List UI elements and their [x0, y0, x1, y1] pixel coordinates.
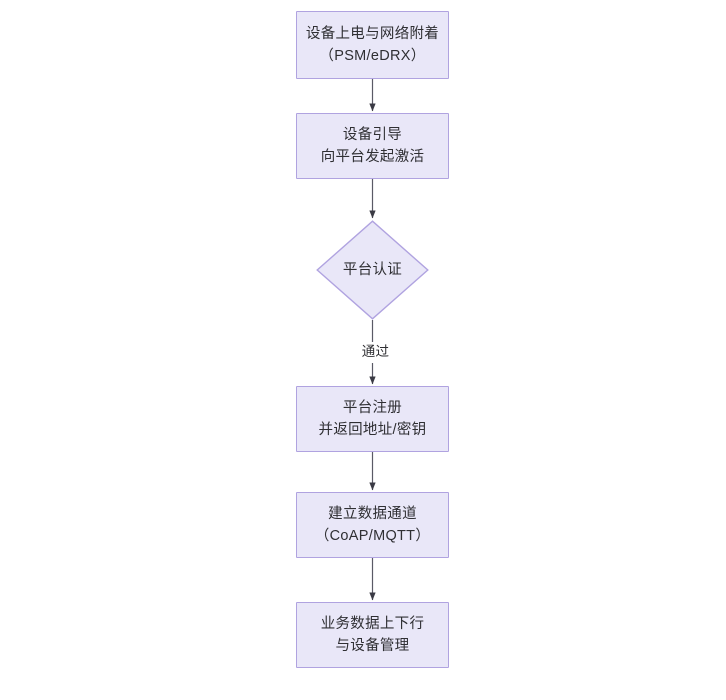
node-device-power-on[interactable]: 设备上电与网络附着 （PSM/eDRX）	[296, 11, 449, 79]
node-device-bootstrap[interactable]: 设备引导 向平台发起激活	[296, 113, 449, 179]
node-platform-registration[interactable]: 平台注册 并返回地址/密钥	[296, 386, 449, 452]
node-establish-data-channel[interactable]: 建立数据通道 （CoAP/MQTT）	[296, 492, 449, 558]
node-label: 平台注册 并返回地址/密钥	[318, 399, 427, 438]
node-label: 设备引导 向平台发起激活	[320, 126, 425, 165]
node-label: 业务数据上下行 与设备管理	[320, 615, 425, 654]
edge-label-pass: 通过	[345, 342, 406, 363]
node-label: 设备上电与网络附着 （PSM/eDRX）	[305, 25, 440, 64]
node-label: 平台认证	[342, 261, 403, 278]
node-label: 建立数据通道 （CoAP/MQTT）	[314, 505, 431, 544]
diamond-shape	[316, 220, 429, 320]
node-business-data-and-device-management[interactable]: 业务数据上下行 与设备管理	[296, 602, 449, 668]
node-platform-authentication[interactable]: 平台认证	[316, 220, 429, 320]
